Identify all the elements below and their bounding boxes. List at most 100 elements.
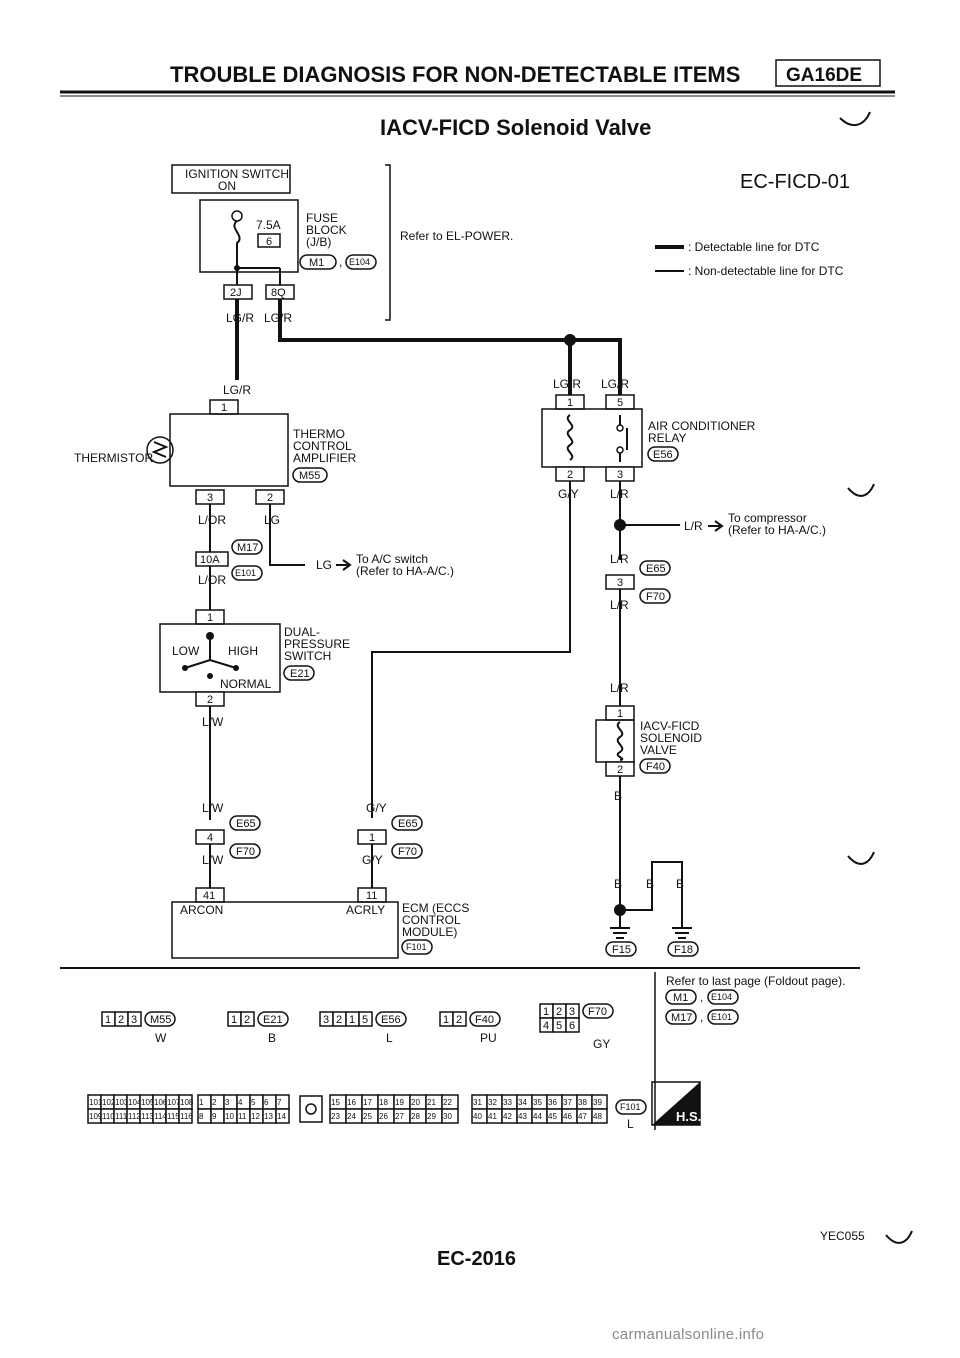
ecm-label-1: ECM (ECCS	[402, 901, 469, 915]
connector-cell-label: 2	[244, 1014, 250, 1026]
ecm-cell-label: 9	[212, 1112, 217, 1121]
connector-id-oval	[582, 1003, 614, 1019]
compressor-ref-2: (Refer to HA-A/C.)	[728, 523, 826, 537]
relay-pin-5-label: 5	[617, 397, 623, 409]
connector-id: F70	[588, 1006, 607, 1018]
arrow-compressor	[708, 520, 724, 532]
conn-f15-oval	[605, 941, 637, 957]
wire-lr-4: L/R	[610, 681, 629, 695]
ecm-face-color: L	[627, 1117, 634, 1131]
ecm-cell-label: 5	[251, 1098, 256, 1107]
iacv-connector: F40	[646, 761, 665, 773]
ecm-cell-label: 47	[578, 1112, 587, 1121]
wire-lg: LG	[264, 513, 280, 527]
thermo-label-3: AMPLIFIER	[293, 451, 357, 465]
fuse-conn-m1: M1	[309, 257, 324, 269]
conn-e56-oval	[647, 446, 679, 462]
relay-box	[541, 408, 643, 468]
corner-mark-4	[885, 1230, 913, 1244]
ecm-cell-label: 43	[518, 1112, 527, 1121]
connector-color: W	[155, 1031, 167, 1045]
ecm-cell-label: 115	[167, 1112, 180, 1121]
ecm-label-3: MODULE)	[402, 925, 457, 939]
connector-id-oval	[257, 1011, 289, 1027]
ecm-cell-label: 38	[578, 1098, 587, 1107]
joint-m17-pin-label: 10A	[200, 554, 220, 566]
thermo-label-2: CONTROL	[293, 439, 352, 453]
ecm-face-key-hole	[305, 1103, 317, 1115]
connector-cell-label: 2	[456, 1014, 462, 1026]
ref-m17: M17	[671, 1012, 692, 1024]
hs-badge-box	[651, 1081, 701, 1126]
conn-m55-oval	[292, 467, 328, 483]
engine-badge: GA16DE	[786, 65, 862, 86]
wire-lr-compressor: L/R	[684, 519, 703, 533]
ecm-cell-label: 101	[89, 1098, 103, 1107]
diagram-title: IACV-FICD Solenoid Valve	[380, 115, 651, 140]
ignition-switch-label: IGNITION SWITCH	[185, 167, 289, 181]
conn-f18-oval	[667, 941, 699, 957]
dps-high: HIGH	[228, 644, 258, 658]
ecm-cell-label: 35	[533, 1098, 542, 1107]
ecm-cell-label: 116	[180, 1112, 193, 1121]
connector-cell-label: 1	[543, 1006, 549, 1018]
ecm-cell-label: 40	[473, 1112, 482, 1121]
ref-e104: E104	[711, 992, 732, 1002]
ignition-switch-box	[171, 164, 291, 194]
connector-id: M55	[150, 1014, 171, 1026]
connector-cell-label: 1	[105, 1014, 111, 1026]
thermo-amp-box	[169, 413, 289, 487]
ref-sep-2: ,	[700, 1010, 703, 1024]
connector-cell	[565, 1017, 580, 1033]
ecm-cell-label: 22	[443, 1098, 452, 1107]
relay-pin-2-label: 2	[567, 469, 573, 481]
connector-cell-label: 5	[362, 1014, 368, 1026]
wire-lor: L/OR	[198, 513, 226, 527]
ground-symbol-f18	[672, 910, 692, 939]
ecm-cell	[275, 1108, 290, 1124]
ecm-cell-label: 110	[102, 1112, 115, 1121]
conn-e65-oval-b	[391, 815, 423, 831]
refer-el-power: Refer to EL-POWER.	[400, 229, 513, 243]
ref-m1: M1	[673, 992, 688, 1004]
connector-cell	[127, 1011, 142, 1027]
conn-e101-oval	[231, 565, 263, 581]
junction-lgr	[564, 334, 576, 346]
joint-e65-pin-label: 3	[617, 577, 623, 589]
fuse-label-1: FUSE	[306, 211, 338, 225]
joint-lw-conn2: F70	[236, 846, 255, 858]
ecm-terminal-arcon: ARCON	[180, 903, 223, 917]
ecm-pin-41-label: 41	[203, 890, 215, 902]
ecm-cell-label: 14	[277, 1112, 286, 1121]
conn-f70-oval-b	[391, 843, 423, 859]
dps-contact-top	[206, 632, 214, 640]
ecm-cell-label: 39	[593, 1098, 602, 1107]
arrow-ac-switch	[336, 559, 352, 571]
ecm-cell-label: 4	[238, 1098, 243, 1107]
dps-connector: E21	[290, 668, 310, 680]
ecm-cell-label: 16	[347, 1098, 356, 1107]
ecm-cell-label: 1	[199, 1098, 204, 1107]
dps-label-2: PRESSURE	[284, 637, 350, 651]
connector-cell-label: 1	[349, 1014, 355, 1026]
iacv-pin-2-label: 2	[617, 764, 623, 776]
ecm-face-f101-oval	[615, 1099, 647, 1115]
ecm-cell-label: 24	[347, 1112, 356, 1121]
ecm-cell-label: 32	[488, 1098, 497, 1107]
ecm-cell-label: 44	[533, 1112, 542, 1121]
conn-f40-oval	[639, 758, 671, 774]
hs-badge: H.S.	[676, 1109, 701, 1124]
connector-id-oval	[469, 1011, 501, 1027]
connector-color: GY	[593, 1037, 610, 1051]
wire-lg-to-ac-switch	[269, 504, 305, 566]
connector-cell-label: 1	[443, 1014, 449, 1026]
thermistor-icon	[146, 436, 174, 464]
wire-gy-relay: G/Y	[558, 487, 579, 501]
relay-contact-b	[616, 446, 624, 454]
corner-mark-2	[847, 483, 875, 497]
fuse-icon	[233, 220, 241, 255]
ref-m1-oval	[665, 989, 697, 1005]
dps-label-3: SWITCH	[284, 649, 331, 663]
page-header-title: TROUBLE DIAGNOSIS FOR NON-DETECTABLE ITE…	[170, 62, 740, 87]
ecm-cell-label: 107	[167, 1098, 181, 1107]
